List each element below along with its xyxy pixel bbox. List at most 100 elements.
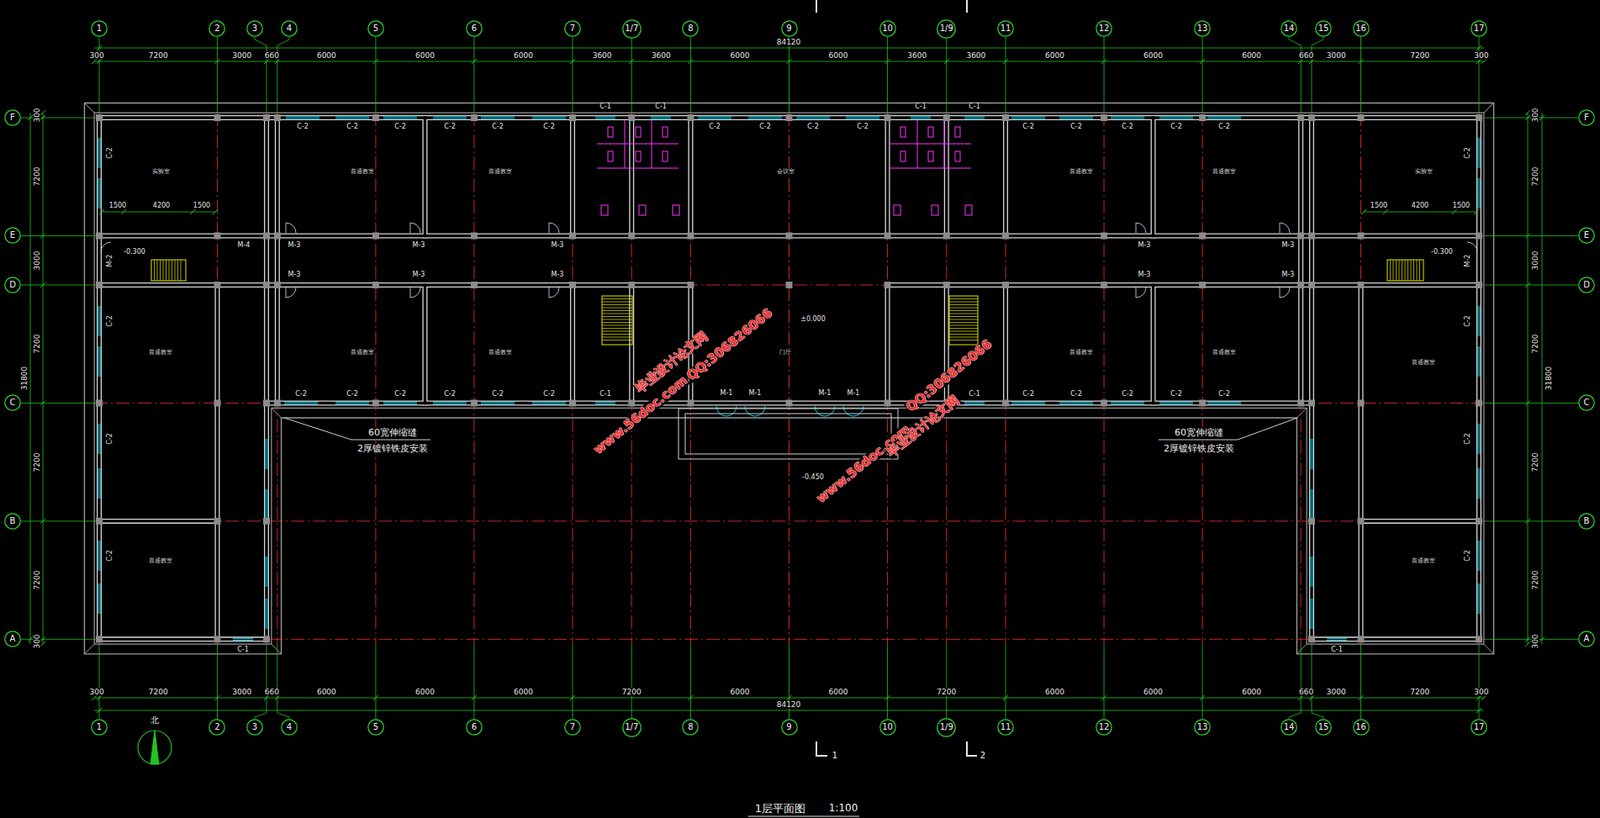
window (383, 401, 418, 403)
wall-core (1299, 117, 1302, 236)
opening-tag: C-2 (707, 123, 722, 131)
window (1310, 598, 1312, 629)
wall-core (99, 519, 217, 523)
stair-tread (949, 327, 978, 329)
window (335, 116, 370, 118)
window (1479, 540, 1481, 571)
elevation-mark: ±0.000 (799, 316, 827, 323)
axis-number: 5 (373, 723, 379, 732)
dimension-tick (40, 232, 46, 238)
window (264, 556, 266, 587)
axis-bubble-circle (1315, 21, 1331, 37)
window (100, 468, 101, 499)
opening-tag: C-2 (106, 432, 114, 446)
axis-bubble-circle (1578, 110, 1595, 126)
dimension-tick (628, 58, 634, 64)
column (1475, 399, 1483, 407)
axis-bubble: E (1578, 227, 1595, 244)
room-name: 普通教室 (1410, 558, 1437, 565)
column (628, 232, 635, 239)
opening-tag: C-2 (345, 123, 360, 131)
axis-centerline (276, 112, 278, 645)
window (100, 178, 101, 209)
stair-tread (601, 316, 633, 317)
column (1308, 517, 1315, 525)
window (98, 540, 100, 571)
room-name: 会议室 (776, 168, 796, 175)
window (697, 116, 732, 118)
window (964, 401, 985, 403)
column (1297, 281, 1305, 289)
axis-bubble-circle (247, 719, 263, 735)
column (263, 281, 270, 289)
axis-bubble: 17 (1470, 20, 1488, 37)
axis-number: 1 (96, 24, 102, 33)
dimension-tick (214, 58, 220, 64)
window (1312, 556, 1314, 587)
axis-bubble-circle (1194, 21, 1210, 37)
column (686, 232, 694, 239)
toilet-fixture (635, 126, 641, 138)
opening-tag: C-1 (913, 103, 928, 111)
window (98, 178, 100, 209)
dimension-text: 1500 (1452, 202, 1471, 210)
dimension-tick (1473, 209, 1479, 215)
wall (944, 117, 950, 236)
axis-leader (631, 36, 633, 113)
wall (99, 117, 1479, 639)
column (943, 281, 951, 289)
axis-leader (216, 644, 218, 719)
opening-tag: M-3 (287, 242, 302, 249)
column (1100, 399, 1108, 407)
stair (601, 295, 633, 345)
axis-bubble: F (4, 109, 22, 127)
window (796, 116, 830, 118)
axis-leader (571, 36, 573, 113)
axis-bubble-circle (247, 21, 263, 37)
drawing-label: 1 (831, 751, 839, 761)
axis-bubble: 11 (997, 718, 1014, 736)
axis-bubble-circle (281, 21, 297, 37)
window (1011, 116, 1046, 118)
opening-tag: C-2 (106, 314, 114, 328)
dimension-tick (1361, 209, 1367, 215)
room-name: 普通教室 (487, 168, 513, 175)
dimension-tick (214, 695, 220, 701)
dimension-tick (1525, 641, 1531, 647)
elevation-mark: -0.300 (122, 248, 147, 256)
column (213, 635, 221, 643)
section-mark (966, 741, 977, 756)
column (569, 114, 576, 122)
room-name: 实验室 (1414, 168, 1434, 175)
toilet-partition (596, 168, 679, 169)
axis-number: 7 (570, 723, 576, 732)
door-swing (549, 222, 560, 233)
dimension-tick (1525, 110, 1531, 116)
wall (264, 285, 270, 403)
dimension-tick (96, 58, 102, 64)
opening-tag: C-1 (236, 646, 250, 654)
column (1475, 114, 1483, 122)
stair-tread (1407, 259, 1409, 281)
opening-tag: C-2 (393, 123, 407, 131)
dimension-tick (1358, 58, 1364, 64)
axis-centerline (94, 520, 1484, 522)
window (100, 583, 101, 614)
axis-number: 1/9 (939, 24, 954, 33)
axis-centerline (1202, 112, 1204, 645)
stair-tread (601, 327, 633, 329)
north-arrow (137, 730, 172, 765)
drawing-label: 2 (979, 751, 987, 761)
opening-tag: M-2 (106, 253, 114, 269)
sink (601, 205, 608, 216)
column (686, 114, 694, 122)
column (1002, 281, 1009, 289)
dimension-text: 3000 (231, 688, 253, 697)
opening-tag: M-3 (1137, 242, 1152, 249)
opening-tag: C-2 (1069, 390, 1083, 398)
opening-tag: C-2 (1120, 123, 1135, 131)
axis-bubble: 2 (208, 20, 226, 37)
dimension-tick (687, 695, 693, 701)
dimension-text: 1500 (192, 202, 212, 210)
dimension-line (94, 47, 1484, 49)
